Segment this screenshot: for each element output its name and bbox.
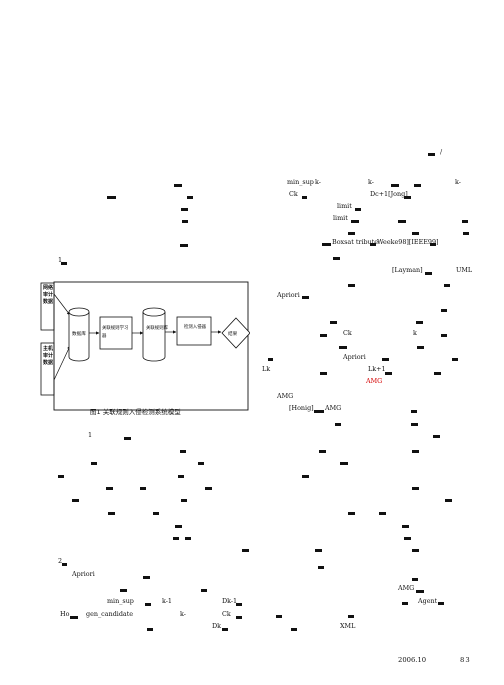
rc-text: limit bbox=[333, 214, 348, 222]
label-database: 数据库 bbox=[72, 332, 86, 337]
rules-learner-box bbox=[99, 316, 133, 350]
rc-text: Apriori bbox=[277, 291, 300, 299]
label-host-audit: 主机审计数据 bbox=[42, 346, 53, 366]
rc-text: min_sup bbox=[287, 178, 314, 186]
host-audit-box bbox=[40, 342, 55, 396]
rc-text: Lk+1 bbox=[368, 365, 386, 373]
para-number: 1 bbox=[88, 431, 93, 439]
section-number: 1 bbox=[58, 256, 63, 264]
rc-text: UML bbox=[456, 266, 473, 274]
header-mark: / bbox=[440, 148, 443, 156]
ll-text: k-1 bbox=[162, 597, 172, 605]
rc-red-text: AMG bbox=[366, 377, 383, 385]
label-detector: 检测入侵器 bbox=[184, 325, 206, 330]
rc-text: k- bbox=[315, 178, 321, 186]
ll-text: Apriori bbox=[72, 570, 95, 578]
rc-text: Dc+1[Jong] bbox=[370, 190, 408, 198]
rc-text: [Honig] bbox=[289, 404, 314, 412]
rc-text: [Layman] bbox=[392, 266, 423, 274]
rc-text: Agent bbox=[418, 597, 438, 605]
rules-base-cylinder bbox=[142, 307, 166, 362]
rc-text: Apriori bbox=[343, 353, 366, 361]
ll-text: gen_candidate bbox=[86, 610, 134, 618]
label-rules-base: 关联规则库 bbox=[146, 326, 168, 331]
rc-text: Boxsat tribute bbox=[332, 238, 379, 246]
rc-text: Ck bbox=[343, 329, 352, 337]
rc-text: k- bbox=[455, 178, 461, 186]
rc-text: AMG bbox=[277, 392, 294, 400]
intrusion-detector-box bbox=[176, 316, 212, 346]
rc-text: k- bbox=[368, 178, 374, 186]
rc-text: limit bbox=[337, 202, 352, 210]
ll-text: k- bbox=[180, 610, 186, 618]
rc-text: AMG bbox=[325, 404, 342, 412]
ll-text: Ho bbox=[60, 610, 70, 618]
page-number: 83 bbox=[460, 656, 471, 664]
network-audit-box bbox=[40, 282, 55, 331]
footer-date: 2006.10 bbox=[398, 656, 427, 664]
database-cylinder bbox=[68, 307, 90, 362]
rc-text: Ck bbox=[289, 190, 298, 198]
result-diamond bbox=[221, 317, 250, 349]
figure-caption: 图1 关联规则入侵检测系统模型 bbox=[90, 408, 181, 416]
system-model-diagram bbox=[40, 281, 250, 411]
rc-text: Weeke98][IEEE99] bbox=[377, 238, 439, 246]
ll-text: min_sup bbox=[107, 597, 134, 605]
rc-text: Lk bbox=[262, 365, 271, 373]
label-result: 结果 bbox=[228, 332, 238, 337]
label-network-audit: 网络审计数据 bbox=[42, 285, 53, 305]
ll-text: Ck bbox=[222, 610, 231, 618]
label-rules-learner: 关联规则学习器 bbox=[102, 326, 129, 339]
ll-text: Dk bbox=[212, 622, 221, 630]
section-number: 2 bbox=[58, 557, 63, 565]
rc-text: XML bbox=[340, 622, 356, 630]
rc-text: k bbox=[413, 329, 417, 337]
ll-text: Dk-1 bbox=[222, 597, 238, 605]
rc-text: AMG bbox=[398, 584, 415, 592]
